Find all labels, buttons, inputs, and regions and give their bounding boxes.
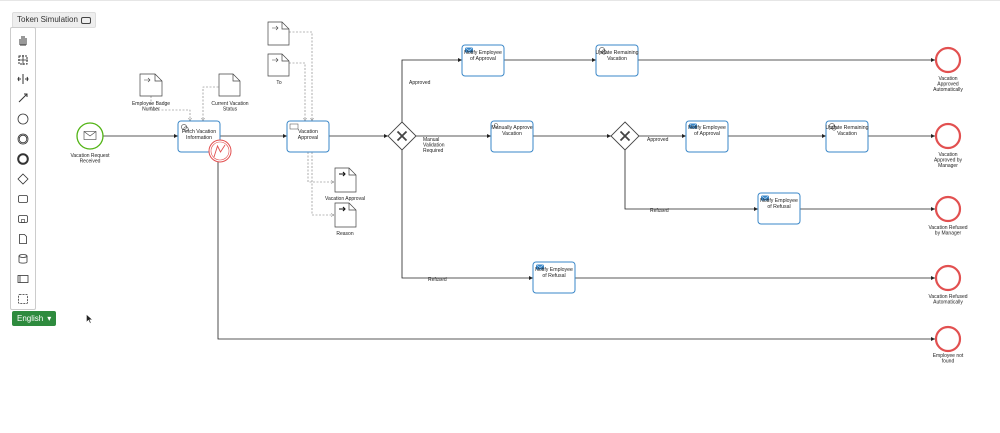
end-event-not-found[interactable] xyxy=(934,325,962,353)
gateway-exclusive-1[interactable] xyxy=(387,121,417,151)
output-arrow-icon xyxy=(339,206,346,212)
token-simulation-label: Token Simulation xyxy=(17,15,78,24)
data-object-reason[interactable] xyxy=(334,202,357,228)
label-approved-mid: Approved xyxy=(647,137,669,143)
data-store-tool-icon[interactable] xyxy=(13,250,33,268)
label-refused-mid: Refused xyxy=(650,208,669,214)
input-arrow-icon xyxy=(272,25,279,31)
send-envelope-icon xyxy=(689,123,697,129)
output-arrow-icon xyxy=(339,171,346,177)
flow-error-to-not-found[interactable] xyxy=(217,162,935,341)
flow-gateway1-approved[interactable] xyxy=(401,58,462,122)
subprocess-tool-icon[interactable] xyxy=(13,210,33,228)
gateway-tool-icon[interactable] xyxy=(13,170,33,188)
flow-gateway1-refused[interactable] xyxy=(401,150,533,280)
send-envelope-icon xyxy=(465,47,473,53)
group-tool-icon[interactable] xyxy=(13,290,33,308)
label-approved-top: Approved xyxy=(409,80,431,86)
connect-tool-icon[interactable] xyxy=(13,89,33,107)
end-event-refused-auto[interactable] xyxy=(934,264,962,292)
input-arrow-icon xyxy=(272,57,279,63)
intermediate-event-tool-icon[interactable] xyxy=(13,130,33,148)
user-form-icon xyxy=(289,123,299,130)
tool-palette xyxy=(10,27,36,310)
flow-gateway2-refused[interactable] xyxy=(624,150,758,211)
data-object-current-status[interactable] xyxy=(218,73,241,97)
assoc-approval-to-vacdoc xyxy=(307,152,334,182)
send-envelope-icon xyxy=(536,264,544,270)
data-to-label: To xyxy=(276,80,282,86)
end-event-tool-icon[interactable] xyxy=(13,150,33,168)
pool-tool-icon[interactable] xyxy=(13,270,33,288)
chevron-down-icon: ▾ xyxy=(47,314,52,323)
task-tool-icon[interactable] xyxy=(13,190,33,208)
label-refused-bottom: Refused xyxy=(428,277,447,283)
data-object-input-to[interactable] xyxy=(267,53,290,77)
user-icon xyxy=(493,123,499,128)
toggle-icon xyxy=(80,16,91,24)
end-event-approved-manager[interactable] xyxy=(934,122,962,150)
assoc-doc1-to-approval xyxy=(289,31,312,121)
assoc-doc2-to-approval xyxy=(289,62,305,121)
assoc-badge-to-fetch xyxy=(150,96,190,121)
end-event-approved-auto[interactable] xyxy=(934,46,962,74)
envelope-icon xyxy=(83,131,97,140)
data-object-tool-icon[interactable] xyxy=(13,230,33,248)
end-event-refused-manager[interactable] xyxy=(934,195,962,223)
lasso-tool-icon[interactable] xyxy=(13,51,33,69)
data-object-badge[interactable] xyxy=(139,73,163,97)
mouse-cursor-icon xyxy=(86,314,93,324)
data-reason-label: Reason xyxy=(336,231,353,237)
data-vacation-approval-label: Vacation Approval xyxy=(325,196,365,202)
start-event[interactable] xyxy=(76,122,104,150)
exclusive-x-icon xyxy=(396,130,408,142)
hand-tool-icon[interactable] xyxy=(13,31,33,49)
token-simulation-toggle[interactable]: Token Simulation xyxy=(12,12,96,28)
language-select[interactable]: English ▾ xyxy=(12,311,57,326)
error-lightning-icon xyxy=(213,144,226,158)
error-boundary-event[interactable] xyxy=(208,139,232,163)
send-envelope-icon xyxy=(761,195,769,201)
top-divider xyxy=(0,0,1000,1)
language-selected: English xyxy=(17,314,44,323)
exclusive-x-icon xyxy=(619,130,631,142)
gateway-exclusive-2[interactable] xyxy=(610,121,640,151)
space-tool-icon[interactable] xyxy=(13,70,33,88)
start-event-tool-icon[interactable] xyxy=(13,110,33,128)
data-object-vacation-approval[interactable] xyxy=(334,167,357,193)
data-object-input-top[interactable] xyxy=(267,21,290,46)
input-arrow-icon xyxy=(144,77,151,83)
assoc-approval-to-reason xyxy=(311,152,334,215)
